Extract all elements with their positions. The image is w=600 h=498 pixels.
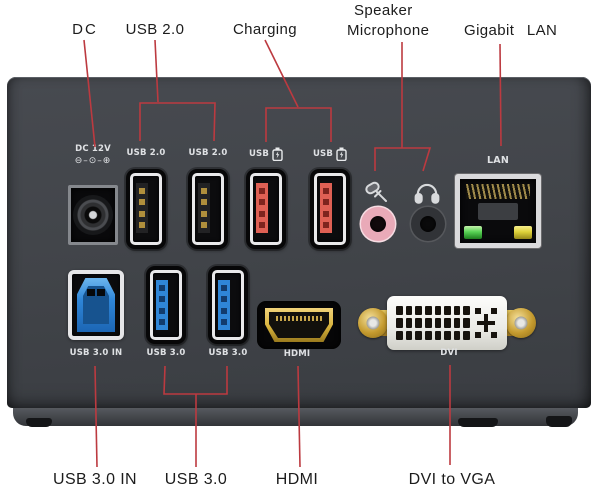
battery-charging-icon bbox=[272, 147, 283, 161]
usb-charging-port-2 bbox=[310, 169, 350, 249]
usb30-port-2-label: USB 3.0 bbox=[208, 348, 248, 358]
port-tongue bbox=[218, 280, 230, 330]
usb20-port-1 bbox=[126, 169, 166, 249]
dvi-analog-cross bbox=[473, 306, 499, 340]
callout-label-dc: DC bbox=[72, 21, 98, 38]
port-tongue bbox=[256, 183, 268, 233]
dvi-screw-right bbox=[506, 308, 536, 338]
microphone-jack bbox=[361, 207, 395, 241]
dvi-connector-body bbox=[387, 296, 507, 350]
dvi-port bbox=[356, 292, 538, 354]
usb30-in-port bbox=[68, 270, 124, 340]
hdmi-port bbox=[257, 301, 341, 349]
device-foot-left bbox=[26, 418, 52, 427]
callout-label-charging: Charging bbox=[232, 21, 298, 38]
dc-polarity-symbol: ⊖–⊙–⊕ bbox=[74, 156, 112, 166]
usb30-port-1-label: USB 3.0 bbox=[146, 348, 186, 358]
usb20-port-1-label: USB 2.0 bbox=[126, 148, 166, 158]
port-inner bbox=[83, 286, 109, 324]
usb-charging-port-1 bbox=[246, 169, 286, 249]
dc-power-port bbox=[68, 185, 118, 245]
usb-charging-text: USB bbox=[248, 149, 270, 159]
docking-station-rear-panel: DC 12V ⊖–⊙–⊕ USB 2.0 USB 2.0 USB USB bbox=[7, 77, 591, 408]
port-tongue bbox=[136, 183, 148, 233]
headphone-jack bbox=[411, 207, 445, 241]
usb20-port-2-label: USB 2.0 bbox=[188, 148, 228, 158]
port-tongue bbox=[156, 280, 168, 330]
callout-label-dvi-vga: DVI to VGA bbox=[408, 471, 496, 488]
port-tongue bbox=[198, 183, 210, 233]
hdmi-pins bbox=[276, 316, 322, 321]
device-foot-right bbox=[458, 418, 498, 427]
hdmi-connector bbox=[265, 308, 333, 342]
dvi-pin-grid bbox=[396, 306, 470, 340]
port-connector bbox=[77, 278, 115, 332]
callout-label-hdmi: HDMI bbox=[275, 471, 319, 488]
lan-port-label: LAN bbox=[487, 155, 509, 166]
usb30-port-1 bbox=[146, 266, 186, 344]
lan-pin-contacts bbox=[466, 184, 530, 199]
callout-label-usb20: USB 2.0 bbox=[125, 21, 185, 38]
lan-port bbox=[455, 174, 541, 248]
dc-barrel-connector bbox=[73, 195, 113, 235]
dvi-port-label: DVI bbox=[440, 348, 458, 358]
usb-charging-port-2-label: USB bbox=[300, 147, 360, 161]
microphone-icon bbox=[365, 181, 387, 202]
dvi-screw-left bbox=[358, 308, 388, 338]
usb-charging-port-1-label: USB bbox=[236, 147, 296, 161]
lan-latch bbox=[478, 203, 518, 220]
callout-label-usb30: USB 3.0 bbox=[164, 471, 228, 488]
usb30-port-2 bbox=[208, 266, 248, 344]
dc-port-label: DC 12V bbox=[75, 144, 111, 154]
usb20-port-2 bbox=[188, 169, 228, 249]
headphones-icon bbox=[414, 183, 440, 204]
lan-led-green bbox=[464, 226, 482, 239]
callout-label-speaker: Speaker bbox=[354, 2, 413, 19]
hdmi-inner bbox=[269, 312, 329, 338]
battery-charging-icon bbox=[336, 147, 347, 161]
port-tongue bbox=[320, 183, 332, 233]
lan-led-yellow bbox=[514, 226, 532, 239]
callout-label-usb30-in: USB 3.0 IN bbox=[52, 471, 138, 488]
usb-charging-text: USB bbox=[312, 149, 334, 159]
usb30-in-port-label: USB 3.0 IN bbox=[69, 348, 123, 358]
hdmi-port-label: HDMI bbox=[283, 349, 311, 359]
device-foot-far-right bbox=[546, 416, 572, 427]
callout-label-gigabit-lan: Gigabit LAN bbox=[464, 22, 558, 39]
callout-label-microphone: Microphone bbox=[347, 22, 430, 39]
